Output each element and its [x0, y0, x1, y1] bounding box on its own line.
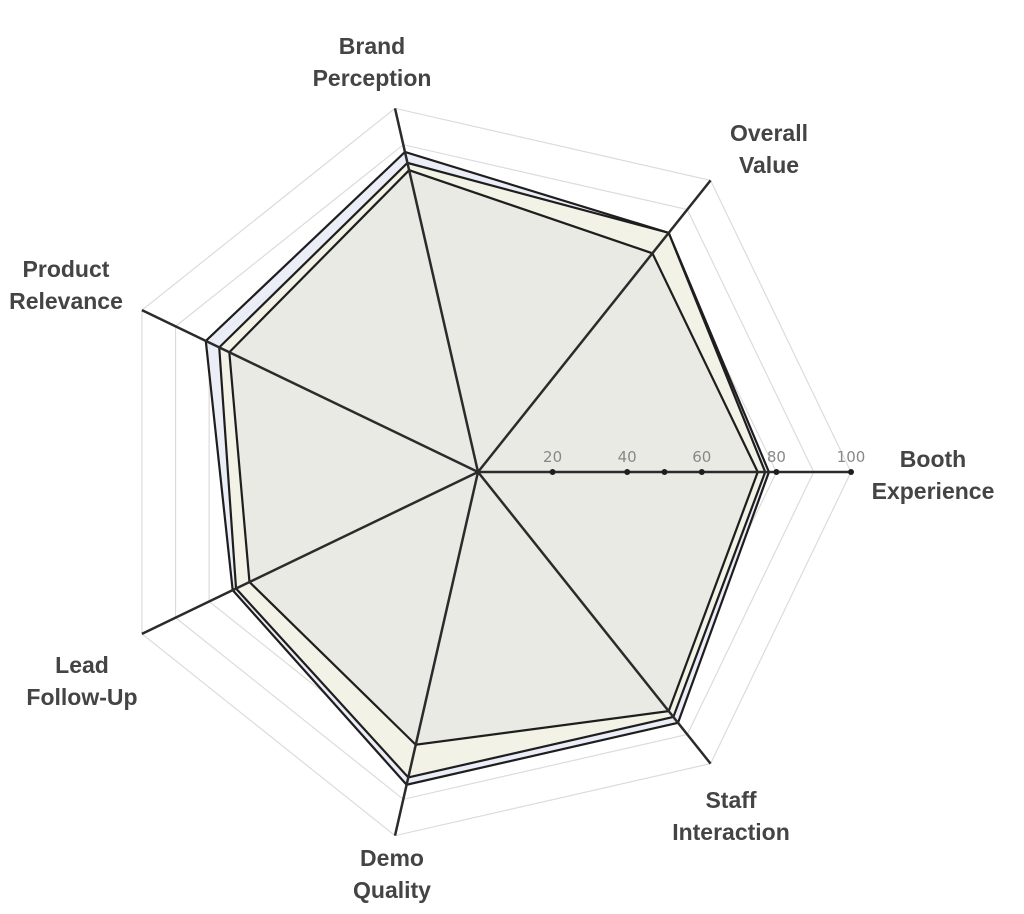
axis-label-line: Demo	[360, 845, 424, 871]
axis-label-line: Quality	[353, 877, 431, 903]
axis-line-6	[477, 471, 712, 765]
tick-dot-80	[773, 469, 780, 475]
series-3-polygon	[228, 168, 759, 746]
axis-label-line: Staff	[705, 787, 756, 813]
axis-line-3	[141, 309, 479, 474]
tick-label-60: 60	[692, 448, 711, 466]
axis-label-line: Product	[23, 256, 110, 282]
axis-line-4	[141, 470, 479, 635]
axis-label-line: Relevance	[9, 288, 123, 314]
tick-dot-60	[698, 469, 705, 475]
axis-label-line: Interaction	[672, 819, 790, 845]
axis-label-line: Perception	[313, 65, 432, 91]
axis-label-line: Experience	[872, 478, 995, 504]
tick-dot-40	[624, 469, 631, 475]
axis-label-line: Follow-Up	[26, 684, 137, 710]
axis-label-line: Brand	[339, 33, 405, 59]
axis-line-1	[477, 179, 712, 473]
grid-ring-90	[174, 144, 815, 800]
tick-dot-100	[848, 469, 854, 475]
axis-line-2	[393, 108, 480, 473]
axis-label-line: Value	[739, 152, 799, 178]
axis-label-line: Overall	[730, 120, 808, 146]
axes	[141, 108, 851, 836]
tick-dot-20	[549, 469, 556, 475]
ticks: 20 40 60 80 100	[543, 448, 865, 475]
grid-ring-100	[141, 107, 852, 837]
series-group	[204, 150, 771, 786]
tick-label-40: 40	[618, 448, 637, 466]
tick-dot-50	[661, 469, 668, 475]
axis-line-5	[393, 471, 480, 836]
axis-label-line: Lead	[55, 652, 109, 678]
tick-label-100: 100	[837, 448, 866, 466]
axis-label-line: Booth	[900, 446, 966, 472]
tick-label-80: 80	[767, 448, 786, 466]
tick-label-20: 20	[543, 448, 562, 466]
